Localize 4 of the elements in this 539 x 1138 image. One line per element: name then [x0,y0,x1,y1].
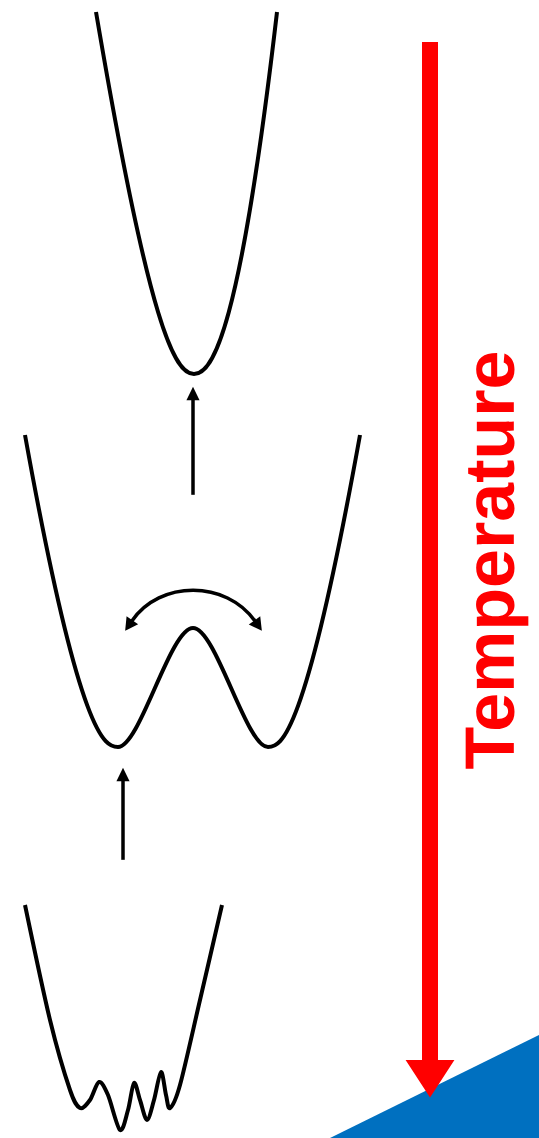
potential-well-curve [23,904,224,1132]
axis-label: Temperature [465,353,529,769]
potential-well-curve [23,434,362,749]
potential-well-curve [94,11,279,376]
